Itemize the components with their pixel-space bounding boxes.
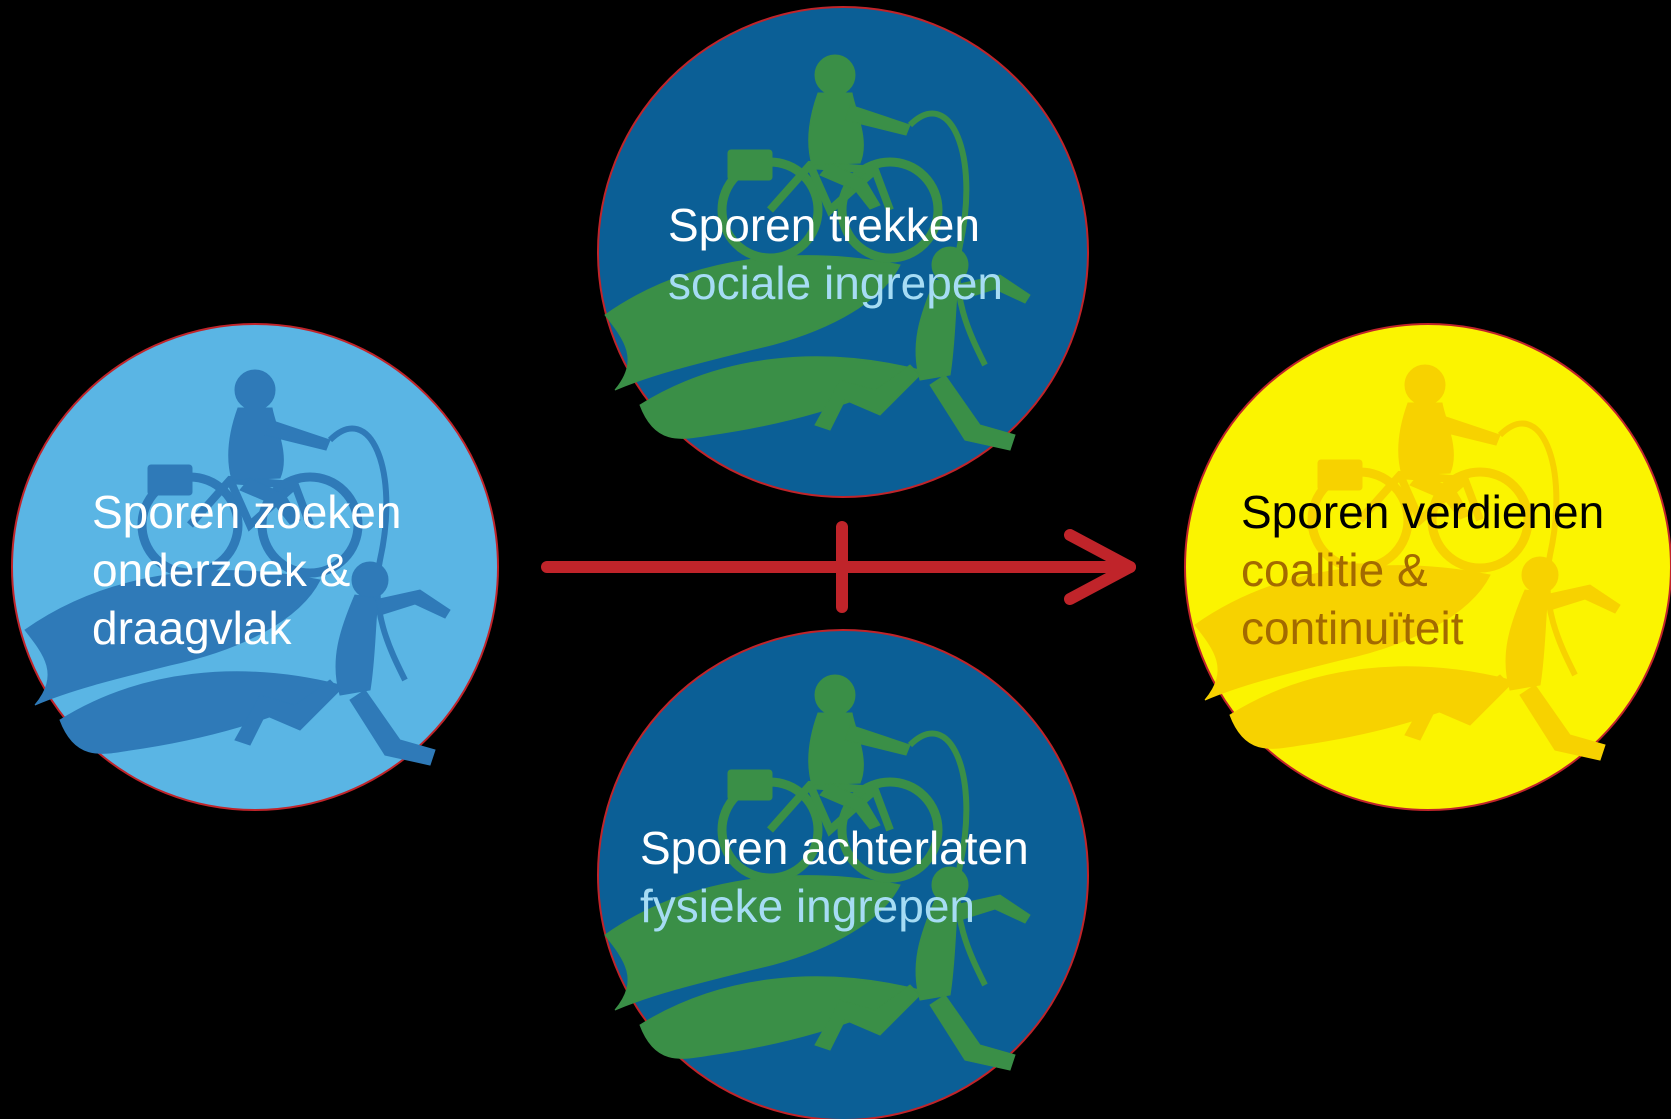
node-verdienen-title: Sporen verdienen (1241, 486, 1605, 538)
node-verdienen-line3: continuïteit (1241, 602, 1464, 654)
arrow-right-icon (541, 521, 1136, 613)
node-zoeken-title: Sporen zoeken (92, 486, 402, 538)
node-trekken-text: Sporen trekken sociale ingrepen (668, 196, 1003, 312)
node-achterlaten-subtitle: fysieke ingrepen (640, 880, 975, 932)
node-zoeken-line3: draagvlak (92, 602, 292, 654)
node-verdienen-text: Sporen verdienen coalitie & continuïteit (1241, 483, 1604, 657)
node-trekken-title: Sporen trekken (668, 199, 980, 251)
node-verdienen-line2: coalitie & (1241, 544, 1428, 596)
node-verdienen (1184, 323, 1671, 811)
node-achterlaten-title: Sporen achterlaten (640, 822, 1029, 874)
node-zoeken-text: Sporen zoeken onderzoek & draagvlak (92, 483, 401, 657)
node-achterlaten-text: Sporen achterlaten fysieke ingrepen (640, 819, 1029, 935)
node-trekken (597, 6, 1089, 498)
node-trekken-subtitle: sociale ingrepen (668, 257, 1004, 309)
node-zoeken-line2: onderzoek & (92, 544, 351, 596)
node-zoeken (11, 323, 499, 811)
node-achterlaten (597, 629, 1089, 1119)
